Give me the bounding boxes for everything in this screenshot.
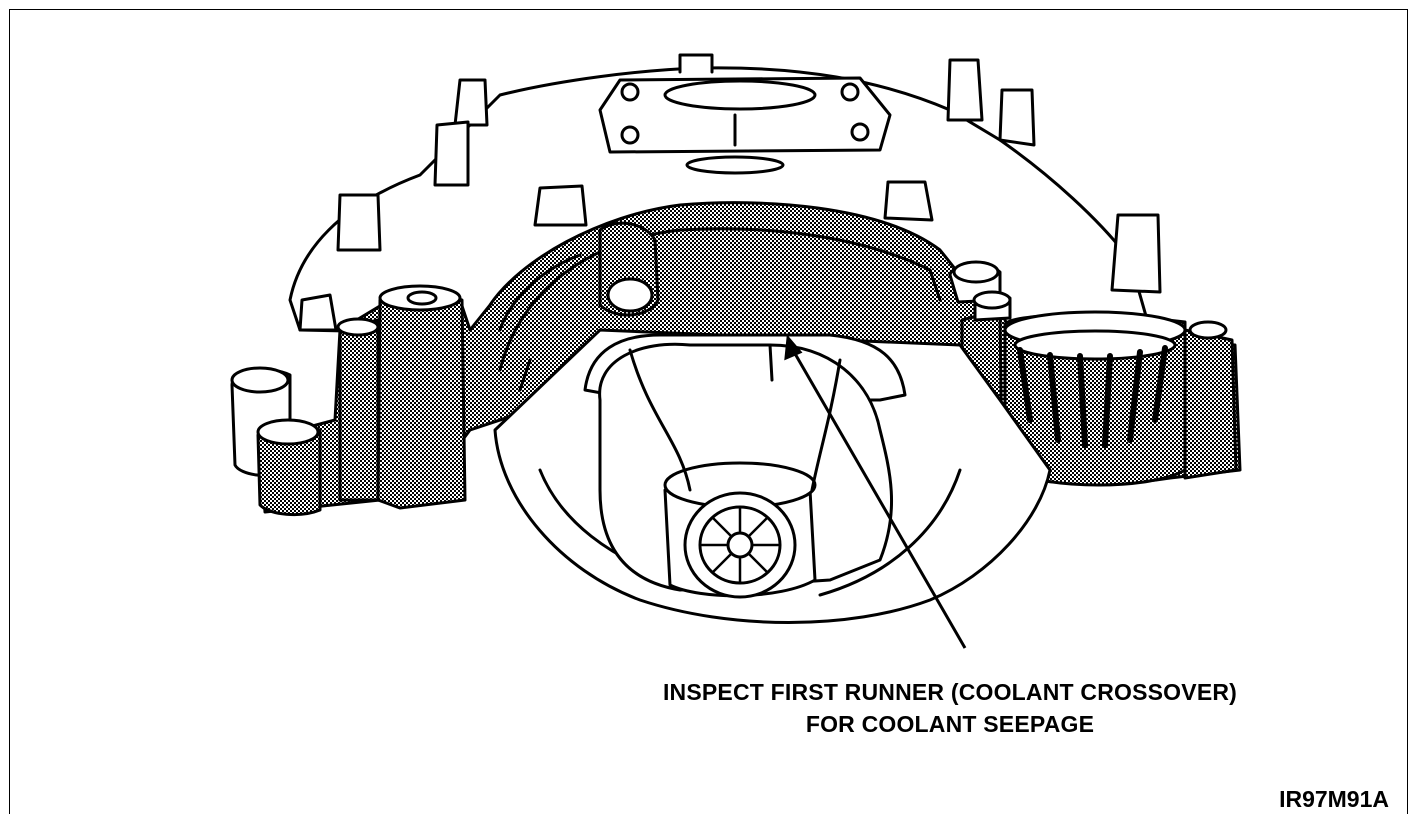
plate-slot xyxy=(663,79,817,111)
studs xyxy=(298,58,1162,332)
callout-line-2: FOR COOLANT SEEPAGE xyxy=(805,711,1095,737)
left-boss xyxy=(376,290,467,510)
callout-line-1: INSPECT FIRST RUNNER (COOLANT CROSSOVER) xyxy=(662,679,1238,705)
leader-line-arrow xyxy=(784,334,967,649)
figure-id: IR97M91A xyxy=(1279,786,1389,812)
